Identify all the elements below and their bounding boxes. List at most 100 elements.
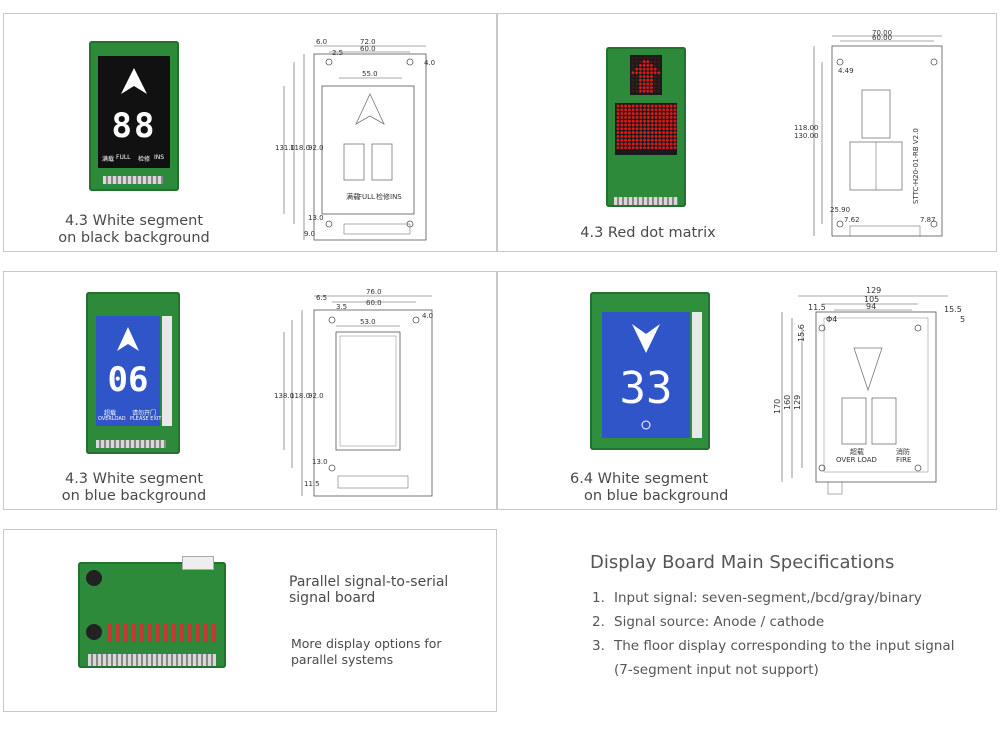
led-dot: [631, 146, 635, 150]
led-dot: [635, 63, 639, 67]
led-dot: [669, 138, 673, 142]
led-dot: [620, 142, 624, 146]
capacitor: [86, 624, 102, 640]
connector-pins: [96, 440, 166, 448]
panel-white-segment-blue-6-4: 33 6.4 White segment on blue background …: [497, 271, 997, 510]
led-dot: [646, 78, 650, 82]
board-note-line-2: parallel systems: [291, 652, 394, 667]
svg-text:118.0: 118.0: [290, 392, 310, 400]
led-dot: [624, 112, 628, 116]
led-dot: [631, 82, 635, 86]
led-dot: [650, 146, 654, 150]
led-dot: [643, 146, 647, 150]
led-dot: [639, 138, 643, 142]
svg-text:76.0: 76.0: [366, 288, 382, 296]
svg-text:13.0: 13.0: [312, 458, 328, 466]
led-dot: [631, 104, 635, 108]
svg-text:118.0: 118.0: [290, 144, 310, 152]
led-dot: [639, 134, 643, 138]
led-dot: [616, 131, 620, 135]
led-dot: [638, 82, 642, 86]
led-dot: [646, 75, 650, 78]
svg-text:160: 160: [783, 395, 792, 410]
led-dot: [669, 115, 673, 119]
led-dot: [669, 134, 673, 138]
svg-text:FIRE: FIRE: [896, 456, 911, 464]
svg-text:72.0: 72.0: [360, 38, 376, 46]
led-dot: [665, 119, 669, 123]
led-dot: [669, 123, 673, 127]
svg-text:STTC-H20-01-RB V2.0: STTC-H20-01-RB V2.0: [912, 128, 920, 204]
led-dot: [665, 115, 669, 119]
led-dot: [638, 67, 642, 71]
led-dot: [658, 138, 662, 142]
led-dot: [616, 108, 620, 112]
led-dot: [654, 146, 658, 150]
led-dot: [624, 127, 628, 131]
led-dot: [650, 115, 654, 119]
led-dot: [620, 146, 624, 150]
svg-text:15.6: 15.6: [797, 324, 806, 342]
connector-pins: [614, 197, 678, 205]
led-dot: [631, 138, 635, 142]
led-dot: [650, 131, 654, 135]
led-dot: [627, 131, 631, 135]
led-dot: [650, 108, 654, 112]
svg-text:6.0: 6.0: [316, 38, 327, 46]
led-dot: [642, 86, 646, 90]
dot-matrix-arrow: [630, 55, 662, 95]
converter-board-photo: [78, 556, 226, 668]
led-dot: [635, 134, 639, 138]
led-dot: [646, 60, 650, 64]
led-dot: [631, 119, 635, 123]
led-dot: [631, 115, 635, 119]
led-dot: [673, 123, 677, 127]
led-dot: [627, 119, 631, 123]
led-dot: [638, 63, 642, 67]
display-board-photo: 06 超载 OVERLOAD 请勿开门 PLEASE EXIT: [86, 292, 180, 454]
led-dot: [616, 112, 620, 116]
led-dot: [635, 78, 639, 82]
led-dot: [654, 104, 658, 108]
led-dot: [665, 146, 669, 150]
led-dot: [616, 119, 620, 123]
led-dot: [643, 127, 647, 131]
led-dot: [642, 56, 646, 60]
led-dot: [657, 78, 661, 82]
led-dot: [635, 112, 639, 116]
svg-text:检修: 检修: [376, 192, 390, 201]
led-dot: [650, 104, 654, 108]
label-overload: OVERLOAD: [98, 416, 126, 422]
blue-screen: 33: [602, 312, 690, 438]
led-dot: [638, 60, 642, 64]
led-dot: [620, 138, 624, 142]
led-dot: [658, 134, 662, 138]
floor-digits: 06: [107, 360, 149, 400]
led-dot: [662, 112, 666, 116]
led-dot: [620, 134, 624, 138]
led-dot: [620, 112, 624, 116]
led-dot: [624, 108, 628, 112]
led-dot: [653, 56, 657, 60]
svg-text:60.0: 60.0: [360, 45, 376, 53]
svg-text:92.0: 92.0: [308, 144, 324, 152]
led-dot: [635, 142, 639, 146]
led-dot: [635, 82, 639, 86]
led-dot: [631, 67, 635, 71]
led-dot: [665, 142, 669, 146]
svg-text:3.5: 3.5: [336, 303, 347, 311]
board-title-line-2: signal board: [289, 590, 376, 606]
led-dot: [669, 108, 673, 112]
led-dot: [662, 131, 666, 135]
led-dot: [631, 142, 635, 146]
led-dot: [673, 108, 677, 112]
svg-text:Φ4: Φ4: [826, 315, 837, 324]
led-dot: [616, 134, 620, 138]
arrow-up-icon: [117, 327, 139, 351]
label-overload-cn: 超载: [104, 410, 117, 417]
led-dot: [631, 112, 635, 116]
led-dot: [639, 142, 643, 146]
caption-line-2: on blue background: [61, 488, 207, 504]
led-dot: [631, 127, 635, 131]
svg-text:OVER LOAD: OVER LOAD: [836, 456, 877, 464]
